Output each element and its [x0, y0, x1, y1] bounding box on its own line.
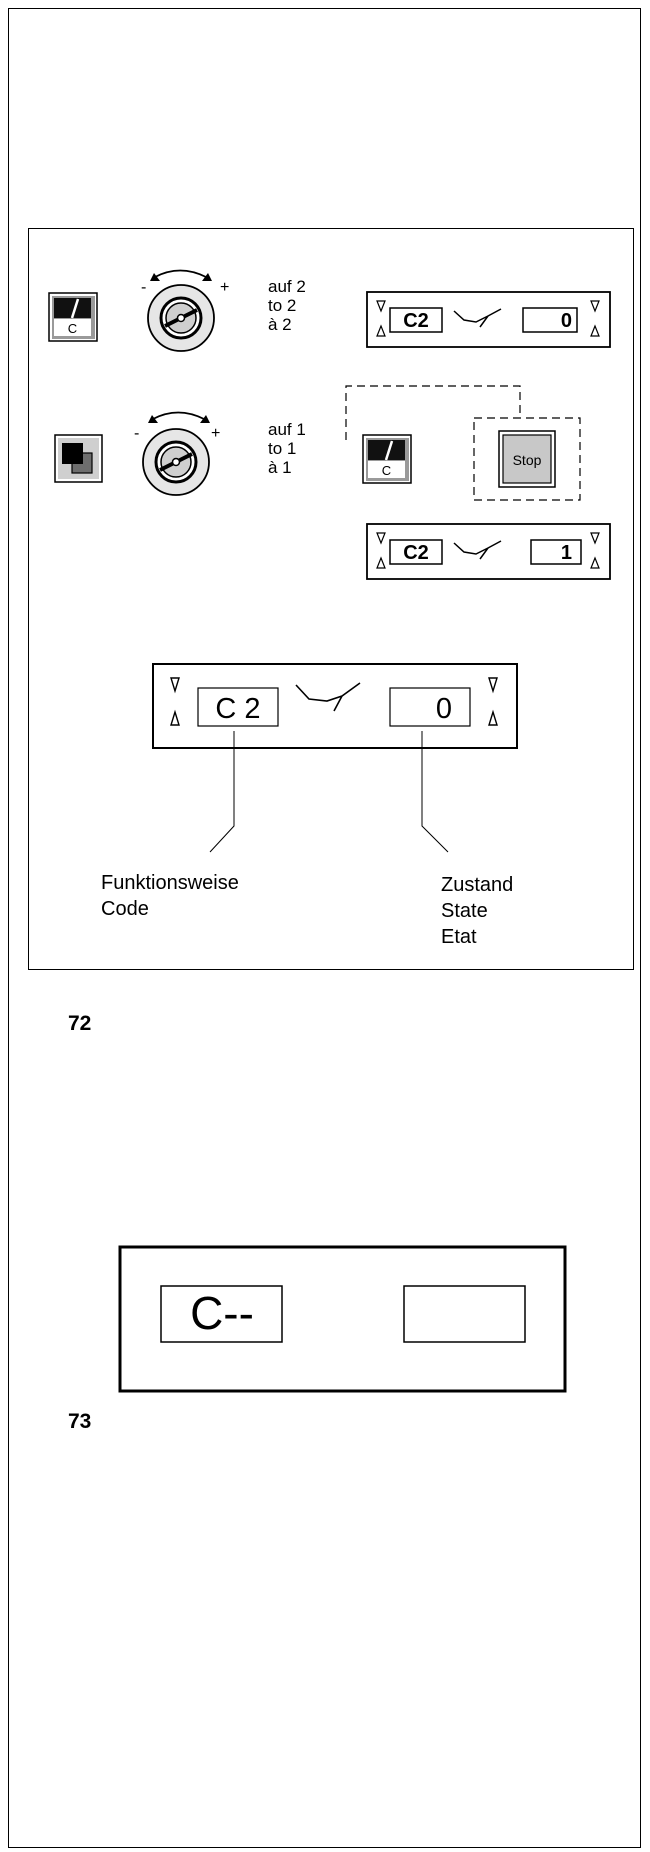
step1-state-value: 0	[561, 310, 572, 332]
display-panel-step1: C2 0	[366, 291, 611, 348]
step2-instruction-en: to 1	[268, 439, 297, 458]
code-callout-label: Funktionsweise Code	[101, 870, 239, 922]
c-key-letter: C	[68, 321, 77, 336]
label-zustand: Zustand	[441, 874, 514, 896]
step2-state-value: 1	[561, 542, 572, 564]
stop-key-icon: Stop	[498, 430, 556, 488]
stop-key-label: Stop	[513, 452, 542, 468]
step1-instruction-fr: à 2	[268, 315, 292, 334]
display-panel-step2: C2 1	[366, 523, 611, 580]
label-funktionsweise: Funktionsweise	[101, 872, 239, 894]
figure-73-number: 73	[68, 1410, 92, 1433]
rotary-switch-icon: - +	[141, 269, 229, 352]
large-code-value: C 2	[215, 693, 260, 725]
step1-instruction: auf 2 to 2 à 2	[268, 277, 306, 334]
step2-code-value: C2	[403, 542, 429, 564]
c-key-icon: C	[362, 434, 412, 484]
figure-72-frame	[28, 228, 634, 970]
label-state: State	[441, 900, 488, 922]
label-etat: Etat	[441, 926, 477, 948]
large-state-value: 0	[436, 693, 452, 725]
display-panel-figure73: C--	[118, 1245, 567, 1393]
page-frame	[8, 8, 641, 1848]
c-key-letter: C	[382, 463, 391, 478]
rotary-minus: -	[134, 425, 139, 442]
reset-key-icon	[54, 434, 103, 483]
figure-72-number: 72	[68, 1012, 92, 1035]
step1-instruction-en: to 2	[268, 296, 297, 315]
step2-instruction: auf 1 to 1 à 1	[268, 420, 306, 477]
c-key-icon: C	[48, 292, 98, 342]
step1-instruction-de: auf 2	[268, 277, 306, 296]
callout-leader-lines	[209, 731, 449, 853]
step1-code-value: C2	[403, 310, 429, 332]
large-display-panel: C 2 0	[152, 663, 518, 749]
label-code: Code	[101, 898, 149, 920]
alternative-dashed-connector	[345, 385, 581, 501]
rotary-plus: +	[220, 279, 229, 296]
rotary-plus: +	[211, 425, 220, 442]
rotary-minus: -	[141, 279, 146, 296]
step2-instruction-fr: à 1	[268, 458, 292, 477]
figure73-code-value: C--	[190, 1287, 254, 1339]
rotary-switch-icon: - +	[134, 411, 220, 496]
state-callout-label: Zustand State Etat	[441, 872, 513, 950]
step2-instruction-de: auf 1	[268, 420, 306, 439]
